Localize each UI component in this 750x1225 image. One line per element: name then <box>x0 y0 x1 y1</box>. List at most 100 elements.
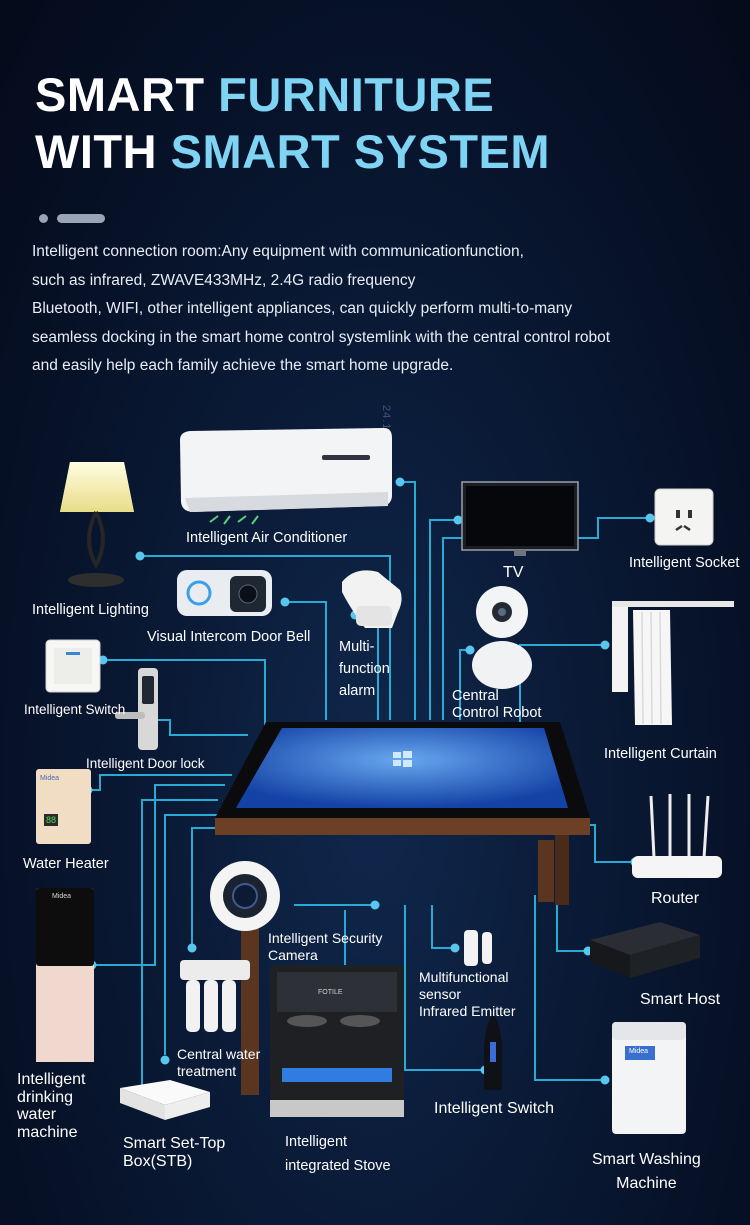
node-dot <box>395 477 405 487</box>
label-line: treatment <box>177 1063 237 1079</box>
stove-brand: FOTILE <box>318 989 343 996</box>
label-line: sensor <box>419 986 462 1002</box>
label-line: Intelligent <box>285 1134 348 1150</box>
switch-bottom-illustration <box>484 1015 502 1090</box>
label-drinking: Intelligent drinking water machine <box>17 1071 86 1141</box>
label-line: Smart Set-Top <box>123 1135 226 1152</box>
label-router: Router <box>651 890 700 907</box>
air-conditioner-illustration <box>180 428 392 525</box>
label-line: alarm <box>339 683 376 699</box>
socket-illustration <box>654 488 714 546</box>
drink-brand: Midea <box>52 893 72 900</box>
label-line: integrated Stove <box>285 1158 391 1174</box>
label-line: Machine <box>616 1175 677 1192</box>
smart-table-illustration <box>215 722 590 1095</box>
link-tv <box>429 519 458 720</box>
title-line2-a: WITH <box>35 125 171 178</box>
label-line: Multifunctional <box>419 969 509 985</box>
label-line: Intelligent Security <box>268 930 383 946</box>
sensor-illustration <box>464 930 492 966</box>
node-dot <box>187 943 197 953</box>
link-curtain <box>519 644 605 730</box>
switch-illustration <box>45 639 101 693</box>
node-dot <box>135 551 145 561</box>
label-robot: Central Control Robot <box>452 688 541 722</box>
label-line: Central <box>452 688 499 704</box>
intro-paragraph: Intelligent connection room:Any equipmen… <box>32 238 732 381</box>
label-stove: Intelligent integrated Stove <box>285 1130 391 1178</box>
label-air-conditioner: Intelligent Air Conditioner <box>186 530 348 546</box>
intro-line: and easily help each family achieve the … <box>32 357 454 374</box>
node-dot <box>465 645 475 655</box>
label-line: Box(STB) <box>123 1152 193 1170</box>
alarm-illustration <box>342 570 402 628</box>
curtain-illustration <box>612 601 734 725</box>
heater-display: 88 <box>46 815 57 825</box>
label-line: drinking <box>17 1088 74 1106</box>
label-switch-bottom: Intelligent Switch <box>434 1100 555 1117</box>
intro-line: seamless docking in the smart home contr… <box>32 328 611 346</box>
label-switch-left: Intelligent Switch <box>24 702 126 717</box>
door-bell-illustration <box>177 570 272 616</box>
label-socket: Intelligent Socket <box>629 555 740 571</box>
intro-line: such as infrared, ZWAVE433MHz, 2.4G radi… <box>32 271 416 289</box>
link-door-lock <box>152 719 248 736</box>
label-line: water <box>17 1106 57 1123</box>
label-line: machine <box>17 1123 78 1141</box>
title-line1-a: SMART <box>35 68 219 121</box>
node-dot <box>453 515 463 525</box>
link-lighting <box>140 555 391 720</box>
label-line: Central water <box>177 1046 261 1062</box>
title-line2-b: SMART SYSTEM <box>170 125 551 178</box>
drinking-machine-illustration <box>36 888 94 1062</box>
robot-illustration <box>472 586 532 689</box>
label-door-lock: Intelligent Door lock <box>86 756 205 771</box>
label-camera: Intelligent Security Camera <box>268 930 382 964</box>
label-lighting: Intelligent Lighting <box>32 602 149 618</box>
node-dot <box>600 1075 610 1085</box>
node-dot <box>600 640 610 650</box>
label-water-treatment: Central water treatment <box>177 1046 260 1080</box>
washing-machine-illustration <box>612 1022 686 1134</box>
node-dot <box>98 655 108 665</box>
label-curtain: Intelligent Curtain <box>604 746 717 762</box>
label-line: function <box>339 661 390 677</box>
water-treatment-illustration <box>180 960 250 1032</box>
link-water-heater <box>88 774 232 791</box>
link-socket <box>442 517 650 720</box>
link-switch-bottom <box>404 905 485 1071</box>
stove-illustration <box>270 965 404 1117</box>
title-line1-b: FURNITURE <box>218 68 495 121</box>
link-door-bell <box>285 601 327 720</box>
label-line: Infrared Emitter <box>419 1003 516 1019</box>
label-line: Camera <box>268 947 318 963</box>
link-air-conditioner <box>400 481 416 720</box>
node-dot <box>280 597 290 607</box>
divider-dot <box>39 214 48 223</box>
link-sensor <box>431 905 455 949</box>
label-smart-host: Smart Host <box>640 991 721 1008</box>
label-line: Smart Washing <box>592 1151 701 1168</box>
label-line: Multi- <box>339 639 375 655</box>
link-camera <box>191 827 224 945</box>
label-sensor: Multifunctional sensor Infrared Emitter <box>419 969 515 1020</box>
node-dot <box>160 1055 170 1065</box>
water-heater-brand: Midea <box>40 775 60 782</box>
lamp-illustration <box>60 462 134 587</box>
stb-illustration <box>120 1080 210 1120</box>
divider-bar <box>57 214 105 223</box>
label-line: Control Robot <box>452 705 542 721</box>
link-drinking <box>92 784 225 966</box>
node-dot <box>645 513 655 523</box>
label-line: Intelligent <box>17 1071 86 1088</box>
node-dot <box>370 900 380 910</box>
page-title: SMART FURNITURE WITH SMART SYSTEM <box>35 66 550 180</box>
intro-line: Intelligent connection room:Any equipmen… <box>32 243 524 260</box>
label-alarm: Multi- function alarm <box>339 636 390 702</box>
water-heater-illustration <box>36 769 91 844</box>
link-smart-host <box>556 895 588 952</box>
washer-brand: Midea <box>629 1048 649 1055</box>
door-lock-illustration <box>115 668 158 750</box>
node-dot <box>450 943 460 953</box>
